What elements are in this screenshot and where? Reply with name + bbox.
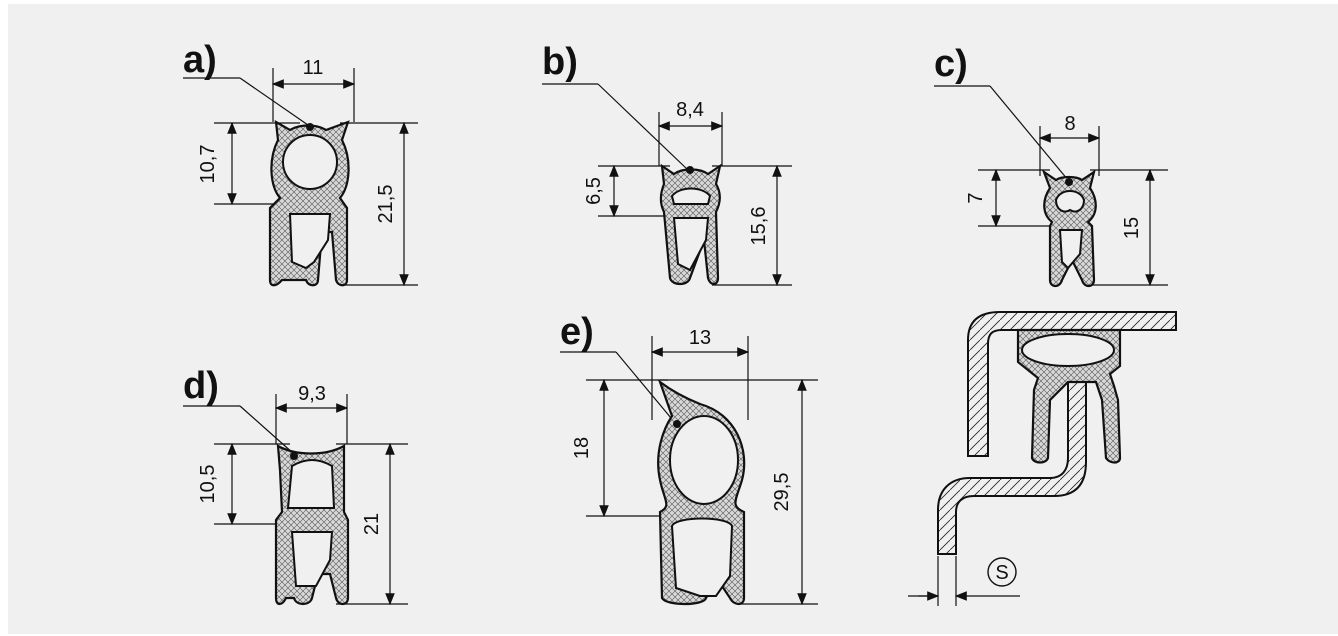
profile-b-height-total: 15,6 [748, 207, 770, 246]
profile-e-height-total: 29,5 [771, 473, 793, 512]
upper-sheet [967, 311, 1177, 457]
profile-c-label: c) [934, 43, 968, 85]
profile-e-label: e) [560, 311, 594, 353]
profile-a-height-total: 21,5 [375, 185, 397, 224]
technical-drawing: a) 11 10,7 21,5 b) 8,4 6,5 [183, 39, 1177, 606]
profile-d-height-total: 21 [361, 513, 383, 535]
profile-b: b) 8,4 6,5 15,6 [542, 41, 792, 287]
drawing-canvas: a) 11 10,7 21,5 b) 8,4 6,5 [8, 4, 1338, 634]
thickness-symbol: S [995, 562, 1008, 584]
profile-c-width: 8 [1064, 113, 1075, 135]
profile-b-label: b) [542, 41, 578, 83]
profile-c-height-total: 15 [1121, 217, 1143, 239]
profile-e: e) 13 18 29,5 [560, 311, 818, 606]
profile-a: a) 11 10,7 21,5 [183, 39, 418, 287]
profile-d-label: d) [183, 365, 219, 407]
profile-e-width: 13 [689, 327, 711, 349]
profile-c-height-top: 7 [965, 192, 987, 203]
profile-c: c) 8 7 15 [934, 43, 1168, 288]
profile-b-height-top: 6,5 [583, 177, 605, 205]
profile-b-width: 8,4 [676, 99, 704, 121]
thickness-symbol-circle [987, 557, 1017, 587]
profile-d-height-top: 10,5 [197, 465, 219, 504]
profile-a-label: a) [183, 39, 217, 81]
installation-detail: S [908, 311, 1177, 606]
profile-e-height-top: 18 [571, 437, 593, 459]
profile-a-width: 11 [303, 57, 324, 79]
profile-a-height-top: 10,7 [197, 145, 219, 184]
profile-d: d) 9,3 10,5 21 [183, 365, 408, 606]
profile-d-width: 9,3 [298, 383, 326, 405]
lower-sheet [937, 377, 1087, 555]
